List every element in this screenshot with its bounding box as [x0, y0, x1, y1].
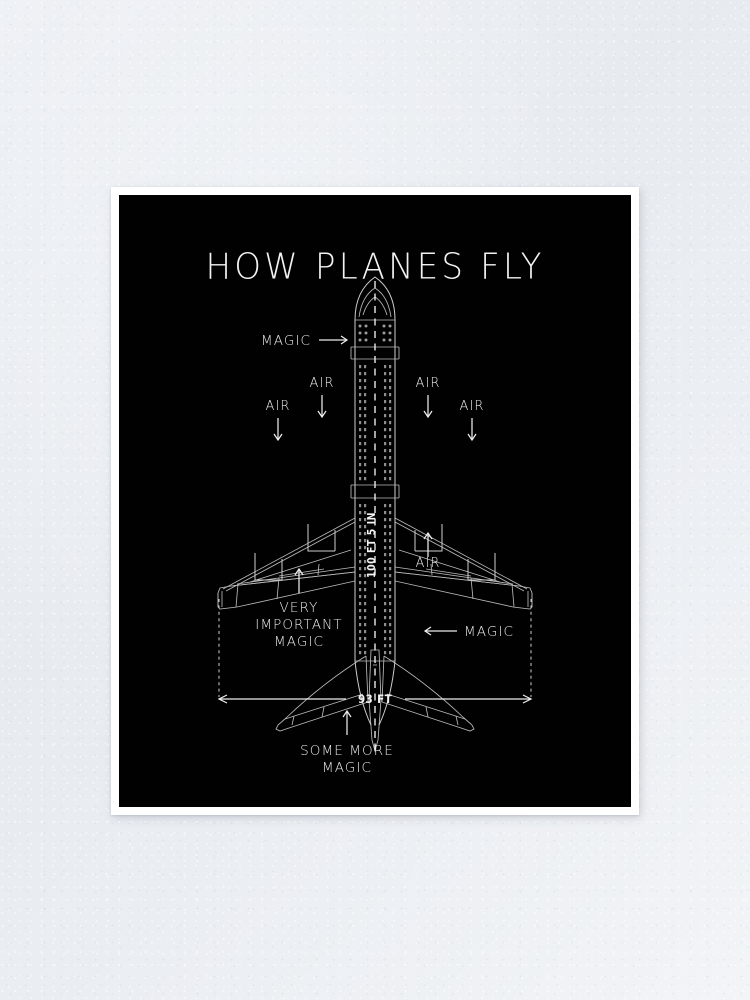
poster-artwork: HOW PLANES FLY	[119, 195, 631, 807]
fuselage	[350, 276, 400, 726]
engine-left-outer	[254, 553, 283, 581]
cockpit-detail-dots	[358, 324, 392, 342]
vertical-fin	[368, 649, 382, 753]
air-right-inner-label: AIR	[415, 376, 440, 391]
magic-nose-label: MAGIC	[261, 333, 311, 349]
airplane-diagram: 100 FT 5 IN 93 FT MAGIC	[217, 276, 533, 776]
poster-frame: HOW PLANES FLY	[111, 187, 639, 815]
engine-right-outer	[467, 553, 496, 581]
engine-left-inner	[307, 524, 336, 552]
very-important-magic-line-1: VERY	[280, 600, 319, 616]
annotation-air-left-inner: AIR	[309, 376, 334, 419]
magic-fuselage-label: MAGIC	[464, 624, 514, 640]
left-wing	[217, 514, 356, 610]
wingspan-dimension-label: 93 FT	[358, 692, 392, 706]
some-more-magic-line-1: SOME MORE	[300, 743, 394, 759]
tail-stabilizer-right	[381, 655, 475, 732]
length-dimension-label: 100 FT 5 IN	[366, 512, 378, 578]
air-left-outer-label: AIR	[265, 399, 290, 414]
engine-right-inner	[414, 524, 443, 552]
air-right-wing-label: AIR	[415, 556, 440, 571]
annotation-some-more-magic: SOME MORE MAGIC	[300, 709, 394, 776]
annotation-magic-nose: MAGIC	[261, 333, 349, 349]
annotation-air-right-wing: AIR	[415, 531, 440, 571]
very-important-magic-line-3: MAGIC	[274, 634, 324, 650]
right-wing	[394, 514, 533, 610]
annotation-air-right-inner: AIR	[415, 376, 440, 419]
annotation-air-left-outer: AIR	[265, 399, 290, 442]
very-important-magic-line-2: IMPORTANT	[255, 617, 342, 633]
air-left-inner-label: AIR	[309, 376, 334, 391]
air-right-outer-label: AIR	[459, 399, 484, 414]
airplane-top-view	[217, 276, 533, 753]
annotation-air-right-outer: AIR	[459, 399, 484, 442]
some-more-magic-line-2: MAGIC	[322, 760, 372, 776]
annotation-very-important-magic: VERY IMPORTANT MAGIC	[255, 567, 342, 650]
tail-stabilizer-left	[275, 655, 369, 732]
wingspan-dimension: 93 FT	[217, 599, 533, 706]
page-title: HOW PLANES FLY	[205, 246, 545, 288]
annotation-magic-fuselage: MAGIC	[423, 624, 514, 640]
window-rows	[359, 365, 392, 655]
